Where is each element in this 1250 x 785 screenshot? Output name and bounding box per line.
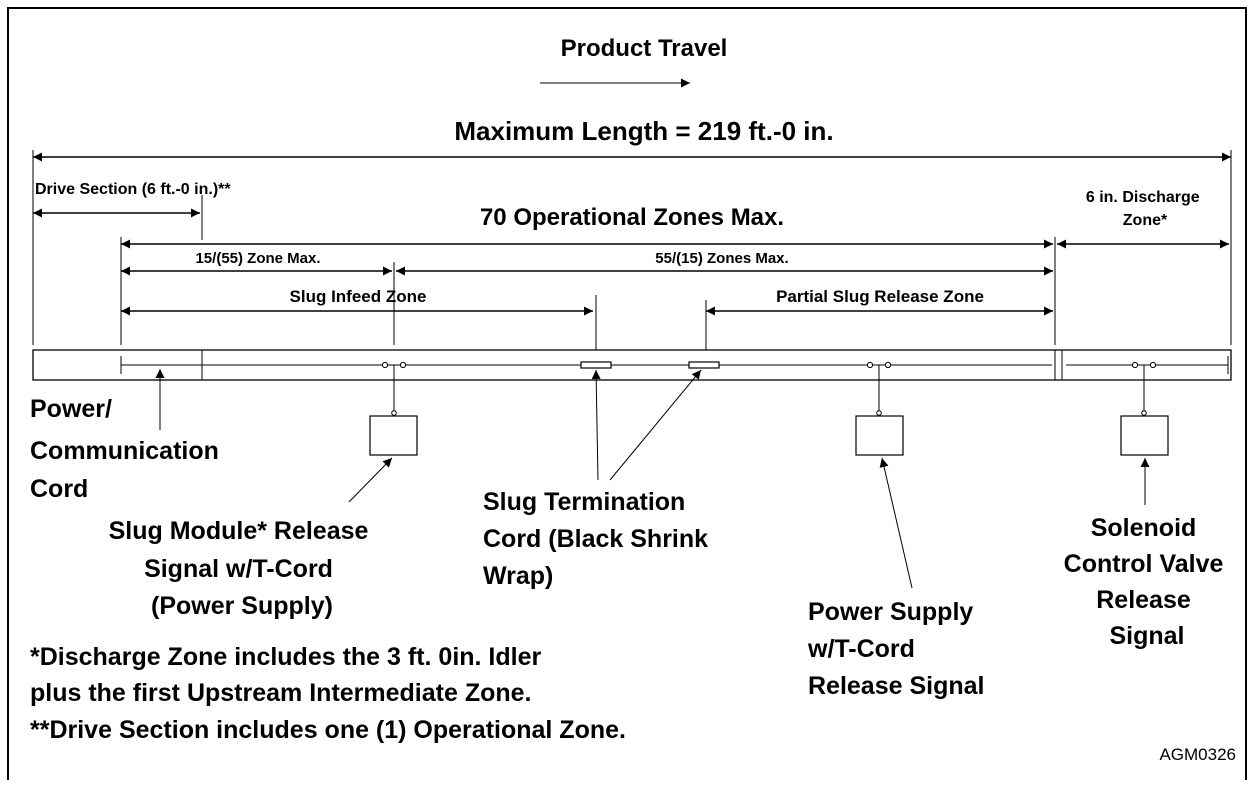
- shrink-wrap-left: [580, 361, 612, 369]
- slug-infeed-zone-label: Slug Infeed Zone: [290, 287, 427, 306]
- solenoid-label: Solenoid Control Valve Release Signal: [1064, 514, 1231, 650]
- solenoid-box: [1120, 415, 1169, 456]
- power-supply-drop-end: [876, 410, 882, 416]
- slug-termination-leader-right: [609, 369, 702, 481]
- connector-solenoid-b: [1149, 361, 1157, 369]
- product-travel-title: Product Travel: [561, 35, 728, 62]
- max-length-label: Maximum Length = 219 ft.-0 in.: [454, 116, 833, 146]
- zone-max-left-label: 15/(55) Zone Max.: [195, 250, 320, 267]
- footnotes: *Discharge Zone includes the 3 ft. 0in. …: [30, 643, 626, 744]
- slug-termination-label: Slug Termination Cord (Black Shrink Wrap…: [483, 488, 715, 590]
- slug-module-leader: [348, 457, 393, 503]
- connector-power-supply-b: [884, 361, 892, 369]
- power-comm-cord-label: Power/ Communication Cord: [30, 395, 226, 503]
- connector-slug-module-b: [399, 361, 407, 369]
- zones-max-right-label: 55/(15) Zones Max.: [655, 250, 788, 267]
- slug-termination-leader-left: [591, 369, 601, 481]
- figure-id: AGM0326: [1159, 745, 1236, 764]
- power-supply-label: Power Supply w/T-Cord Release Signal: [807, 598, 984, 700]
- slug-module-drop-end: [391, 410, 397, 416]
- shrink-wrap-right: [688, 361, 720, 369]
- discharge-zone-label: 6 in. Discharge Zone*: [1086, 189, 1204, 229]
- slug-module-box: [369, 415, 418, 456]
- power-supply-box: [855, 415, 904, 456]
- operational-zones-label: 70 Operational Zones Max.: [480, 204, 784, 231]
- drive-section-label: Drive Section (6 ft.-0 in.)**: [35, 181, 231, 198]
- slug-module-label: Slug Module* Release Signal w/T-Cord (Po…: [109, 517, 376, 620]
- figure-frame: [7, 7, 1247, 780]
- solenoid-drop-end: [1141, 410, 1147, 416]
- partial-slug-release-zone-label: Partial Slug Release Zone: [776, 287, 984, 306]
- connector-solenoid-a: [1131, 361, 1139, 369]
- connector-power-supply-a: [866, 361, 874, 369]
- power-supply-leader: [879, 457, 913, 589]
- connector-slug-module-a: [381, 361, 389, 369]
